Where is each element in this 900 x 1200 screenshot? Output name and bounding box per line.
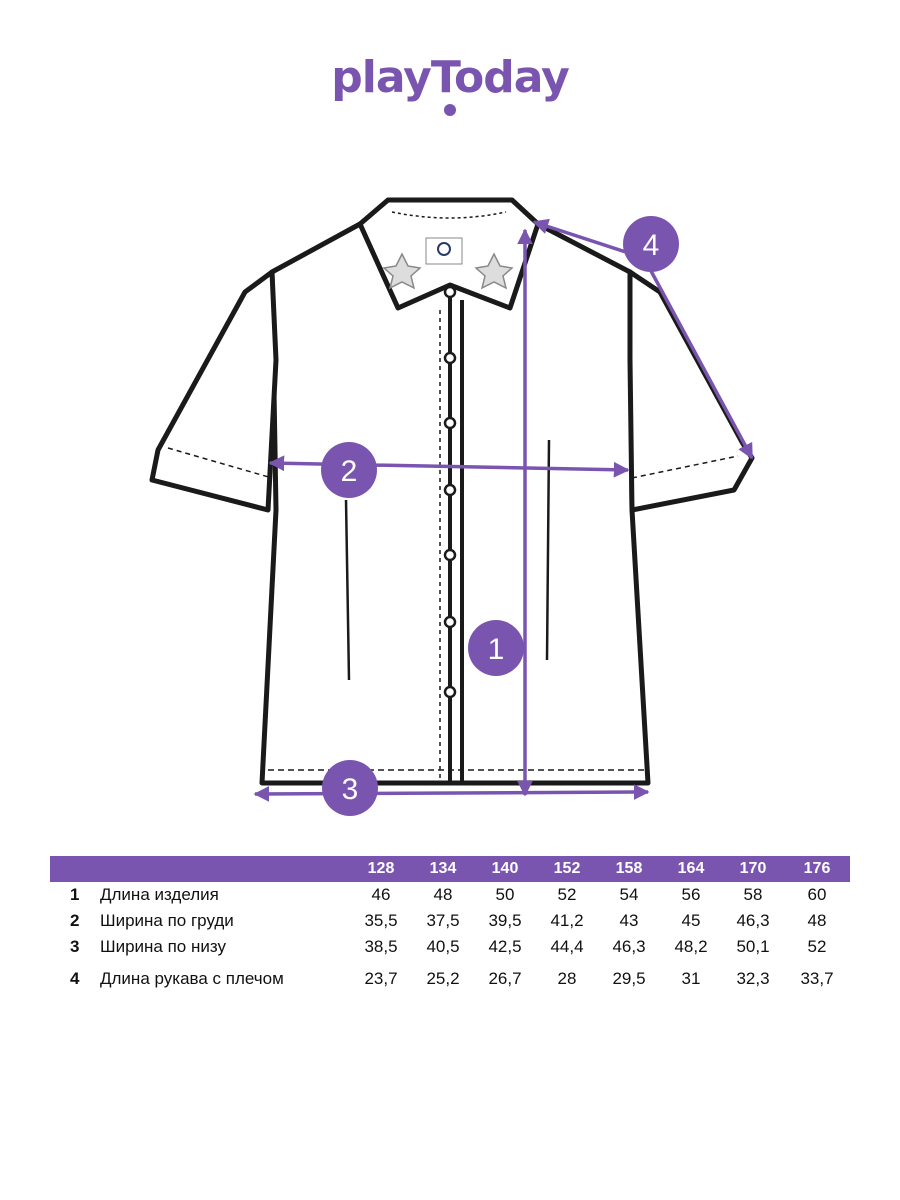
size-header-cell: 164 <box>677 860 705 877</box>
measure-value: 41,2 <box>550 911 584 930</box>
measure-number: 4 <box>70 969 80 988</box>
table-row: 1 Длина изделия 46 48 50 52 54 56 58 60 <box>50 882 850 908</box>
measure-value: 56 <box>681 885 701 904</box>
shirt-details <box>167 211 739 783</box>
marker-label: 1 <box>488 633 505 666</box>
table-row: 4 Длина рукава с плечом 23,7 25,2 26,7 2… <box>50 960 850 992</box>
size-header-cell: 170 <box>739 860 767 877</box>
measure-value: 37,5 <box>426 911 460 930</box>
size-header-cell: 158 <box>615 860 643 877</box>
measure-value: 35,5 <box>364 911 398 930</box>
brand-logo-dot <box>444 104 456 116</box>
marker-badge <box>468 620 524 676</box>
size-header-cell: 152 <box>553 860 581 877</box>
button-icon <box>443 615 457 629</box>
collar-brooch-icons <box>382 252 514 290</box>
marker-label: 3 <box>342 773 359 806</box>
marker-badge <box>623 216 679 272</box>
measure-marker-2: 2 <box>321 442 377 498</box>
measure-value: 26,7 <box>488 969 522 988</box>
size-header-cell: 140 <box>491 860 519 877</box>
marker-label: 2 <box>341 455 358 488</box>
measure-number: 2 <box>70 911 80 930</box>
measure-value: 40,5 <box>426 937 460 956</box>
measure-name: Длина рукава с плечом <box>100 969 284 988</box>
size-header-cell: 134 <box>429 860 457 877</box>
brand-name: playToday <box>331 52 570 103</box>
header-empty-cell <box>100 856 350 882</box>
measure-marker-1: 1 <box>468 620 524 676</box>
marker-label: 4 <box>643 229 660 262</box>
marker-badge <box>321 442 377 498</box>
measure-value: 48,2 <box>674 937 708 956</box>
size-header-cell: 128 <box>367 860 395 877</box>
measure-value: 50 <box>495 885 515 904</box>
measure-value: 29,5 <box>612 969 646 988</box>
measure-value: 46,3 <box>736 911 770 930</box>
measure-value: 54 <box>619 885 639 904</box>
button-icon <box>443 548 457 562</box>
measure-value: 23,7 <box>364 969 398 988</box>
measure-marker-3: 3 <box>322 760 378 816</box>
measure-value: 39,5 <box>488 911 522 930</box>
shirt-diagram: 1 2 3 4 <box>149 197 755 816</box>
measure-value: 38,5 <box>364 937 398 956</box>
measure-value: 50,1 <box>736 937 770 956</box>
button-icon <box>443 483 457 497</box>
marker-badge <box>322 760 378 816</box>
measure-name: Ширина по низу <box>100 937 226 956</box>
size-header-row: 128 134 140 152 158 164 170 176 <box>50 856 850 882</box>
measure-value: 33,7 <box>800 969 834 988</box>
measure-value: 31 <box>681 969 701 988</box>
table-row: 2 Ширина по груди 35,5 37,5 39,5 41,2 43… <box>50 908 850 934</box>
measure-number: 1 <box>70 885 80 904</box>
measure-value: 44,4 <box>550 937 584 956</box>
label-tag-icon <box>425 237 463 265</box>
measure-value: 60 <box>807 885 827 904</box>
measure-number: 3 <box>70 937 80 956</box>
measure-name: Ширина по груди <box>100 911 234 930</box>
measure-marker-4: 4 <box>623 216 679 272</box>
measure-value: 46,3 <box>612 937 646 956</box>
button-icon <box>443 285 457 299</box>
measure-value: 32,3 <box>736 969 770 988</box>
table-row: 3 Ширина по низу 38,5 40,5 42,5 44,4 46,… <box>50 934 850 960</box>
measure-value: 45 <box>681 911 701 930</box>
measure-value: 48 <box>807 911 827 930</box>
size-header-cell: 176 <box>803 860 831 877</box>
measurement-markers: 1 2 3 4 <box>321 216 679 816</box>
measure-value: 25,2 <box>426 969 460 988</box>
header-empty-cell <box>50 856 100 882</box>
button-icon <box>443 351 457 365</box>
measure-value: 42,5 <box>488 937 522 956</box>
measure-value: 52 <box>807 937 827 956</box>
measure-value: 58 <box>743 885 763 904</box>
brand-logo: playToday <box>0 52 900 116</box>
measure-name: Длина изделия <box>100 885 219 904</box>
measure-value: 28 <box>557 969 577 988</box>
measure-value: 48 <box>433 885 453 904</box>
measure-value: 46 <box>371 885 391 904</box>
button-icon <box>443 416 457 430</box>
button-icon <box>443 685 457 699</box>
measure-value: 43 <box>619 911 639 930</box>
measure-line-hem <box>253 784 650 802</box>
shirt-buttons <box>443 285 457 699</box>
measure-value: 52 <box>557 885 577 904</box>
size-chart-table: 128 134 140 152 158 164 170 176 1 Длина … <box>50 856 850 992</box>
